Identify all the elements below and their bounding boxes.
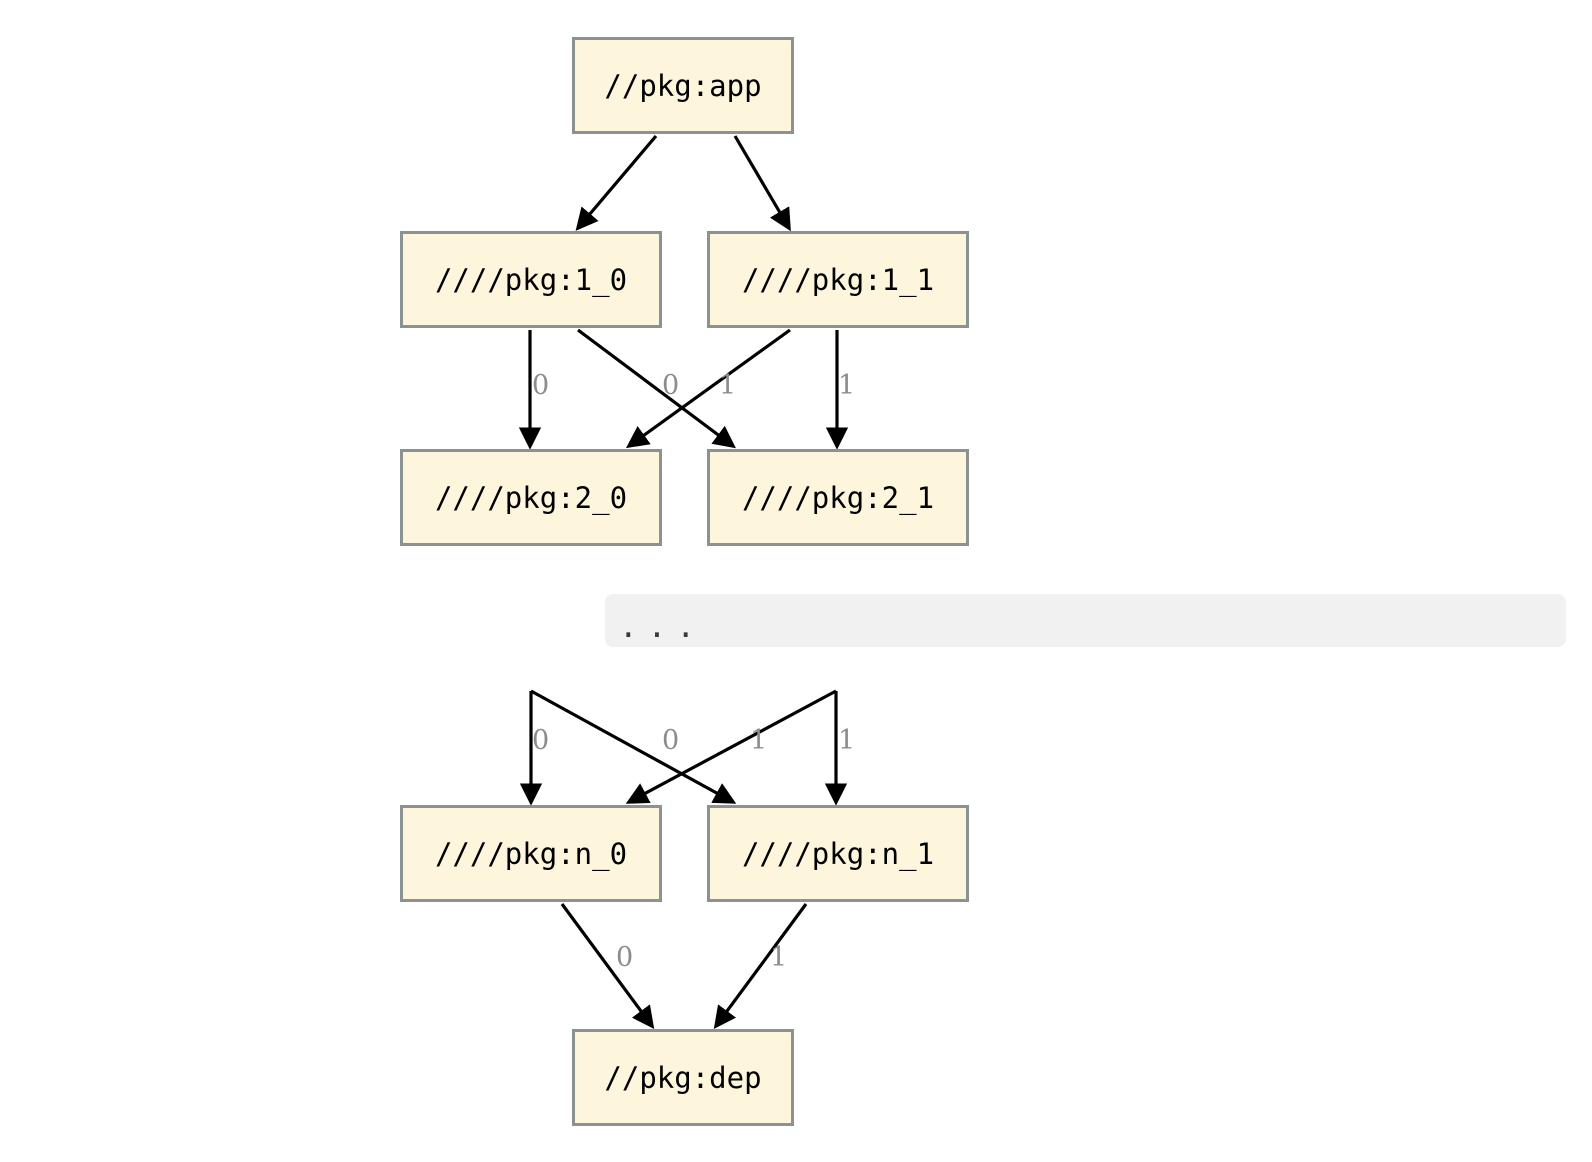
node-label: //pkg:app (604, 68, 762, 103)
graph-edge-n1_1-to-n2_0 (625, 328, 791, 449)
edge-label: 0 (532, 725, 550, 756)
edge-label: 0 (662, 725, 680, 756)
graph-node-nn_1[interactable]: ////pkg:n_1 (707, 805, 969, 902)
graph-edge-app-to-n1_0 (575, 134, 658, 231)
edge-label: 0 (532, 370, 550, 401)
graph-edge-nn_1-to-dep (713, 903, 808, 1030)
graph-edge-src-to-nn_0 (625, 689, 837, 804)
edge-label: 1 (719, 370, 737, 401)
graph-edge-app-to-n1_1 (733, 135, 791, 232)
edge-label: 1 (838, 725, 856, 756)
graph-node-nn_0[interactable]: ////pkg:n_0 (400, 805, 662, 902)
graph-edge-nn_0-to-dep (560, 903, 655, 1030)
edge-label: 0 (616, 942, 634, 973)
edge-label: 1 (838, 370, 856, 401)
edge-label: 0 (662, 370, 680, 401)
graph-node-n2_1[interactable]: ////pkg:2_1 (707, 449, 969, 546)
edge-label: 1 (750, 725, 768, 756)
node-label: ////pkg:n_1 (741, 836, 935, 871)
ellipsis-separator: ... (605, 594, 1566, 647)
node-label: ////pkg:n_0 (434, 836, 628, 871)
edge-label: 1 (770, 942, 788, 973)
ellipsis-dots: ... (619, 609, 705, 645)
graph-node-n1_0[interactable]: ////pkg:1_0 (400, 231, 662, 328)
graph-edge-src-to-nn_1 (530, 689, 737, 804)
node-label: ////pkg:1_1 (741, 262, 935, 297)
graph-node-n2_0[interactable]: ////pkg:2_0 (400, 449, 662, 546)
node-label: ////pkg:2_1 (741, 480, 935, 515)
graph-node-app[interactable]: //pkg:app (572, 37, 794, 134)
node-label: //pkg:dep (604, 1060, 762, 1095)
node-label: ////pkg:2_0 (434, 480, 628, 515)
graph-node-n1_1[interactable]: ////pkg:1_1 (707, 231, 969, 328)
graph-edge-n1_0-to-n2_1 (577, 328, 736, 449)
node-label: ////pkg:1_0 (434, 262, 628, 297)
graph-node-dep[interactable]: //pkg:dep (572, 1029, 794, 1126)
edge-paths (518, 134, 849, 1030)
